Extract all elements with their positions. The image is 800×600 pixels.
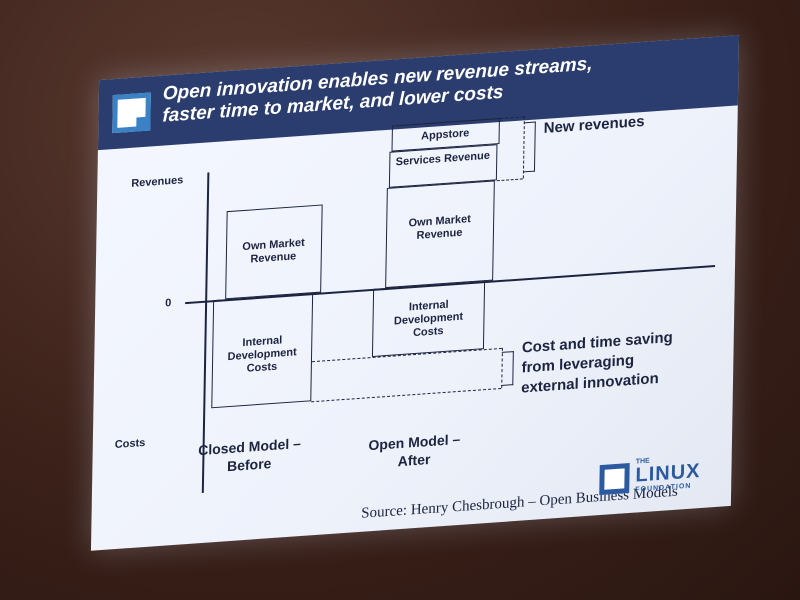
closed-revenue-label: Own Market Revenue <box>242 236 305 266</box>
services-revenue-label: Services Revenue <box>395 149 490 169</box>
axis-label-revenues: Revenues <box>131 174 184 190</box>
open-revenue-label: Own Market Revenue <box>408 213 471 242</box>
savings-brace <box>501 351 514 386</box>
axis-label-costs: Costs <box>114 436 146 452</box>
open-model-label: Open Model – After <box>368 430 461 470</box>
savings-bottom-dash <box>311 387 502 403</box>
open-revenue-box: Own Market Revenue <box>385 180 495 289</box>
closed-model-label: Closed Model – Before <box>198 435 302 475</box>
slide-logo-icon <box>112 92 151 134</box>
linux-foundation-mark-icon <box>599 462 630 496</box>
projected-slide: Open innovation enables new revenue stre… <box>90 35 740 551</box>
axis-label-zero: 0 <box>165 297 172 310</box>
appstore-label: Appstore <box>420 127 470 143</box>
savings-note: Cost and time saving from leveraging ext… <box>521 328 673 397</box>
open-cost-label: Internal Development Costs <box>393 298 464 340</box>
closed-cost-box: Internal Development Costs <box>211 293 314 409</box>
closed-revenue-box: Own Market Revenue <box>225 204 323 300</box>
new-revenues-bottom-dash <box>496 178 523 182</box>
new-revenues-brace <box>522 121 536 173</box>
linux-foundation-logo: THE LINUX FOUNDATION <box>599 453 720 501</box>
closed-cost-label: Internal Development Costs <box>227 334 297 375</box>
open-cost-box: Internal Development Costs <box>371 281 486 358</box>
